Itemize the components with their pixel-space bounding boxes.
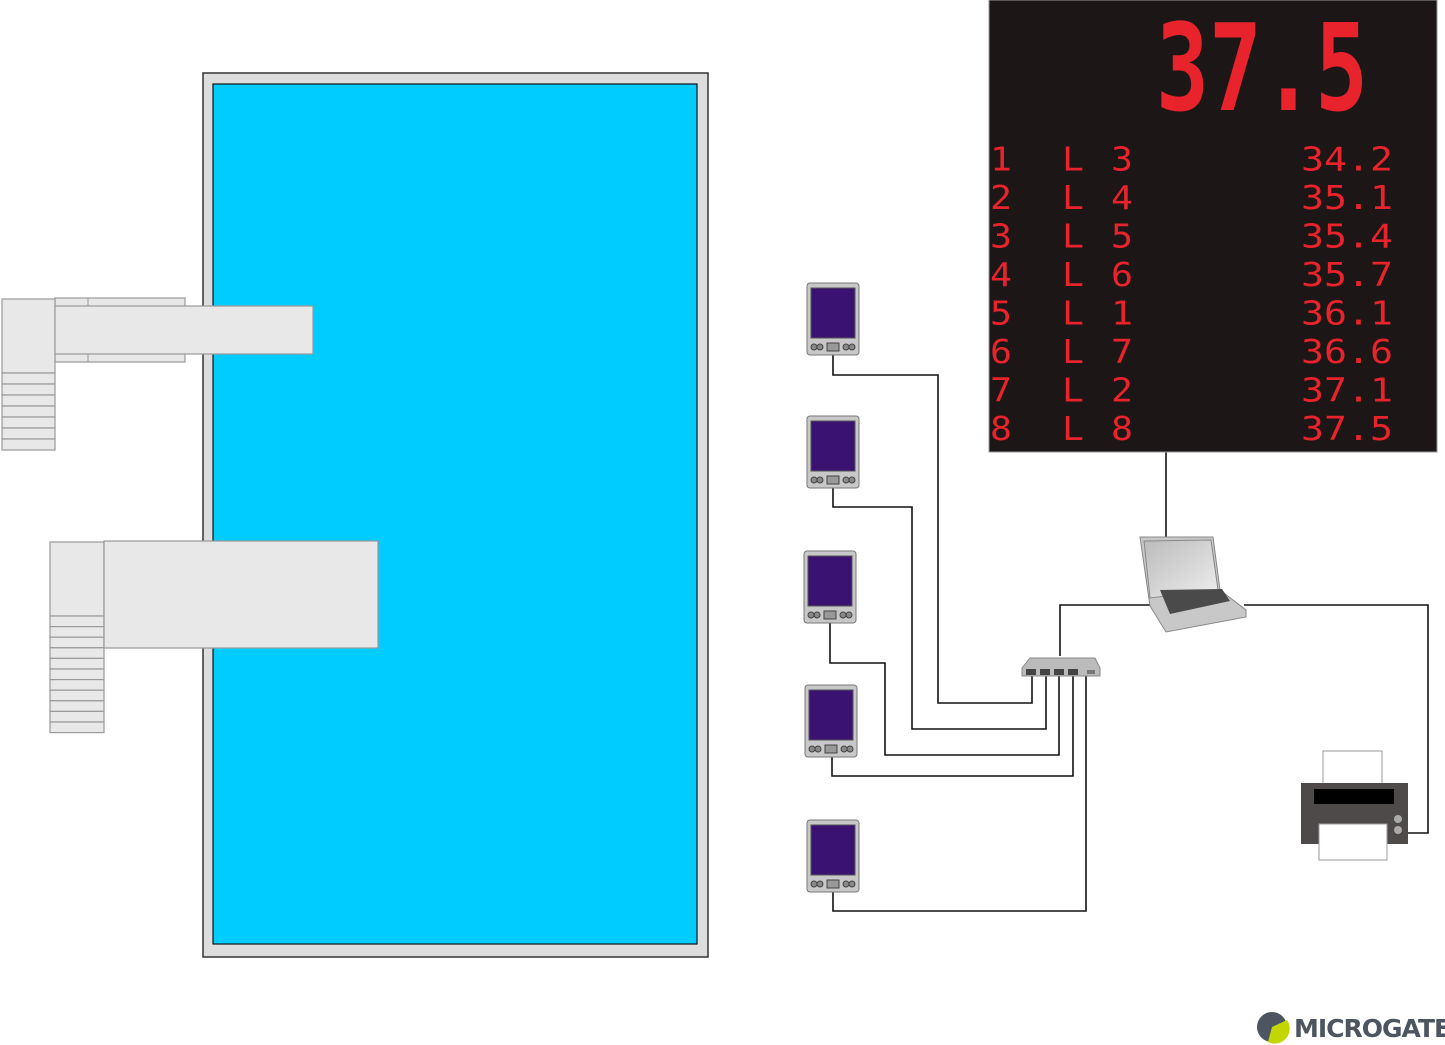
row-time: 36.1	[1301, 294, 1393, 333]
laptop-icon	[1139, 536, 1247, 633]
handheld-device-icon	[806, 415, 860, 489]
microgate-logo: MICROGATE	[1257, 1012, 1445, 1044]
row-rank: 5	[990, 294, 1012, 333]
row-time: 35.4	[1301, 217, 1393, 256]
network-cables	[829, 355, 1429, 912]
row-rank: 3	[990, 217, 1012, 256]
row-letter: L	[1062, 409, 1084, 448]
row-time: 36.6	[1301, 332, 1393, 371]
row-lane: 8	[1111, 409, 1133, 448]
network-switch-icon	[1021, 657, 1101, 677]
row-letter: L	[1062, 255, 1084, 294]
swimming-pool	[202, 72, 709, 958]
diving-platform-lower	[49, 540, 379, 734]
scoreboard-panel	[988, 0, 1438, 453]
printer-icon	[1301, 750, 1408, 861]
logo-text: MICROGATE	[1294, 1014, 1445, 1043]
row-letter: L	[1062, 294, 1084, 333]
row-time: 37.5	[1301, 409, 1393, 448]
handheld-device-icon	[806, 282, 860, 356]
row-rank: 1	[990, 140, 1012, 179]
row-lane: 5	[1111, 217, 1133, 256]
row-time: 34.2	[1301, 140, 1393, 179]
row-lane: 1	[1111, 294, 1133, 333]
diving-platform-upper	[1, 297, 314, 451]
row-time: 35.1	[1301, 178, 1393, 217]
row-letter: L	[1062, 178, 1084, 217]
row-lane: 2	[1111, 371, 1133, 410]
handheld-device-icon	[803, 550, 857, 624]
row-letter: L	[1062, 140, 1084, 179]
row-rank: 2	[990, 178, 1012, 217]
row-letter: L	[1062, 332, 1084, 371]
row-lane: 7	[1111, 332, 1133, 371]
handheld-device-icon	[804, 684, 858, 758]
row-lane: 3	[1111, 140, 1133, 179]
row-rank: 8	[990, 409, 1012, 448]
pool-water	[212, 83, 698, 945]
row-time: 37.1	[1301, 371, 1393, 410]
row-lane: 6	[1111, 255, 1133, 294]
row-rank: 4	[990, 255, 1012, 294]
row-rank: 6	[990, 332, 1012, 371]
handheld-device-icon	[806, 819, 860, 893]
row-letter: L	[1062, 371, 1084, 410]
row-letter: L	[1062, 217, 1084, 256]
row-lane: 4	[1111, 178, 1133, 217]
scoreboard-headline: 37.5	[1156, 0, 1368, 139]
row-rank: 7	[990, 371, 1012, 410]
row-time: 35.7	[1301, 255, 1393, 294]
